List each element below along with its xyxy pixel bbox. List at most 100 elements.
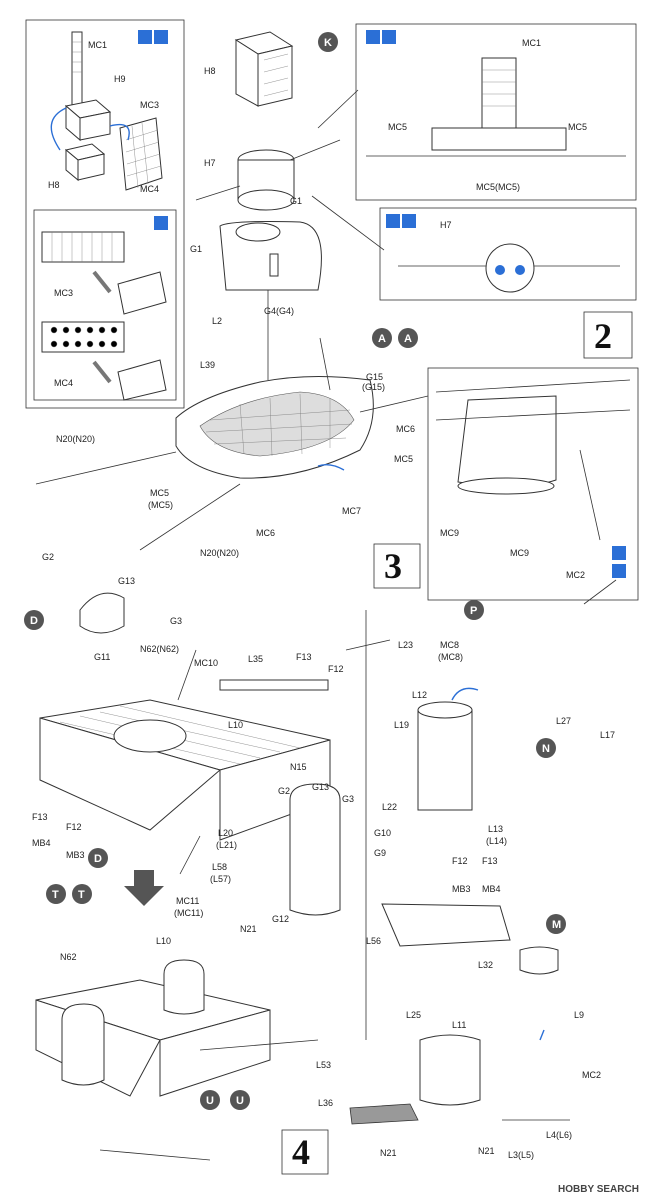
svg-text:N: N	[542, 743, 550, 755]
part-mc1	[71, 31, 83, 111]
label-g15: G15	[366, 372, 383, 382]
circle-d1	[24, 610, 44, 630]
label-l10-assembled: L10	[156, 936, 171, 946]
label-f13b: F13	[32, 812, 48, 822]
svg-text:P: P	[470, 605, 477, 617]
label-g3b: G3	[342, 794, 354, 804]
step-4-right-assembly: L23 MC8 (MC8) L12 L27 L19 L22 L17 L13 (L…	[316, 579, 617, 1160]
label-l56: L56	[366, 936, 381, 946]
label-l23: L23	[398, 640, 413, 650]
svg-text:A: A	[404, 333, 412, 345]
label-f12: F12	[328, 664, 344, 674]
label-mc1-tr: MC1	[522, 38, 541, 48]
glue-icon	[386, 214, 400, 228]
step-3-assembly: G4(G4) L39 G15 (G15) MC6 MC5 N20(N20) MC…	[35, 290, 429, 558]
label-l39: L39	[200, 360, 215, 370]
label-h8-s2: H8	[204, 66, 216, 76]
label-mc11: MC11	[176, 896, 199, 906]
label-n62: N62(N62)	[140, 644, 179, 654]
label-mc5a-s3: MC5	[394, 454, 413, 464]
circle-a2	[398, 328, 418, 348]
step-number-2: 2	[594, 316, 612, 356]
part-l11	[419, 1034, 481, 1106]
circle-d2	[88, 848, 108, 868]
label-mc1: MC1	[88, 40, 107, 50]
label-l17: L17	[600, 730, 615, 740]
label-mc11b: (MC11)	[174, 908, 203, 918]
circle-k	[318, 32, 338, 52]
part-l36	[349, 1103, 419, 1125]
flip-icon	[154, 216, 168, 230]
label-g1b: G1	[190, 244, 202, 254]
label-l53: L53	[316, 1060, 331, 1070]
svg-text:M: M	[552, 919, 561, 931]
part-l35	[219, 679, 329, 691]
part-mc3	[119, 117, 163, 191]
label-g13b: G13	[312, 782, 329, 792]
label-l10: L10	[228, 720, 243, 730]
label-mc5b-s3: MC5	[150, 488, 169, 498]
svg-text:D: D	[30, 615, 38, 627]
label-mc5c: MC5(MC5)	[476, 182, 520, 192]
label-mc5b: MC5	[568, 122, 587, 132]
svg-text:T: T	[78, 889, 85, 901]
label-l12: L12	[412, 690, 427, 700]
label-mb4-r: MB4	[482, 884, 501, 894]
label-n21: N21	[240, 924, 257, 934]
part-mc3-flat	[41, 231, 125, 263]
step-3-box	[373, 543, 421, 589]
label-h7-s2: H7	[204, 158, 216, 168]
part-g12	[289, 783, 341, 916]
circle-n	[536, 738, 556, 758]
label-l20: L20	[218, 828, 233, 838]
label-mc3b: MC3	[54, 288, 73, 298]
label-l19: L19	[394, 720, 409, 730]
label-mb4: MB4	[32, 838, 51, 848]
step-2-assembly: H8 H7 G1 G1 L2 K	[190, 31, 385, 326]
label-g2b: G2	[278, 786, 290, 796]
paint-icon	[382, 30, 396, 44]
label-g4: G4(G4)	[264, 306, 294, 316]
label-g1a: G1	[290, 196, 302, 206]
circle-u1	[200, 1090, 220, 1110]
svg-text:T: T	[52, 889, 59, 901]
label-l11: L11	[452, 1020, 466, 1030]
down-arrow-icon	[124, 870, 164, 906]
part-mc1-front	[481, 57, 517, 129]
circle-p	[464, 600, 484, 620]
label-mb3: MB3	[66, 850, 85, 860]
part-n20-bottom	[139, 483, 241, 551]
label-l27: L27	[556, 716, 571, 726]
glue-icon	[138, 30, 152, 44]
label-h7-inset: H7	[440, 220, 452, 230]
inset-top-right: MC1 MC5 MC5 MC5(MC5)	[355, 23, 637, 201]
label-mc6a: MC6	[396, 424, 415, 434]
label-n15: N15	[290, 762, 307, 772]
label-g9: G9	[374, 848, 386, 858]
label-mc4b: MC4	[54, 378, 73, 388]
circle-m	[546, 914, 566, 934]
inset-h7: H7	[379, 207, 637, 301]
label-mc5a: MC5	[388, 122, 407, 132]
step-4-box	[281, 1129, 329, 1175]
step-4-assembled: N62 L10 T T U U	[35, 884, 319, 1161]
part-mc4-flat	[41, 321, 125, 353]
label-mc2: MC2	[582, 1070, 601, 1080]
label-mc7: MC7	[342, 506, 361, 516]
label-l35: L35	[248, 654, 263, 664]
label-n62-assembled: N62	[60, 952, 77, 962]
label-mc3: MC3	[140, 100, 159, 110]
watermark: HOBBY SEARCH	[558, 1184, 639, 1195]
label-mc10: MC10	[194, 658, 218, 668]
label-mc6b: MC6	[256, 528, 275, 538]
label-n21a: N21	[380, 1148, 397, 1158]
label-g3: G3	[170, 616, 182, 626]
label-l58: L58	[212, 862, 227, 872]
svg-text:D: D	[94, 853, 102, 865]
part-l12	[417, 709, 473, 811]
glue-icon	[366, 30, 380, 44]
label-l36: L36	[318, 1098, 333, 1108]
label-mc8: MC8	[440, 640, 459, 650]
step-number-4: 4	[292, 1132, 310, 1172]
